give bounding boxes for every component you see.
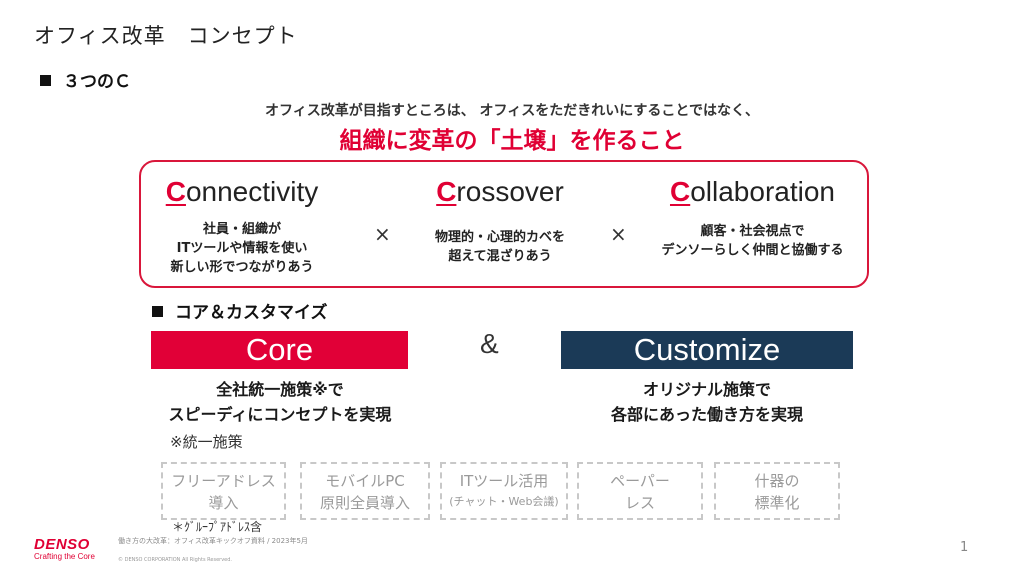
concept-initial: C — [436, 176, 457, 207]
core-desc: 全社統一施策※で スピーディにコンセプトを実現 — [140, 377, 420, 427]
desc-line: 社員・組織が — [202, 222, 281, 237]
desc-line: ITツールや情報を使い — [176, 241, 308, 256]
policy-mobile-pc: モバイルPC 原則全員導入 — [300, 462, 430, 520]
policy-it-tools: ITツール活用 (チャット・Web会議) — [440, 462, 568, 520]
concept-rest: rossover — [456, 176, 564, 207]
policy-line: レス — [624, 494, 655, 512]
section-heading-3c: ３つのＣ — [40, 67, 131, 92]
concept-connectivity-title: Connectivity — [149, 176, 335, 208]
headline: 組織に変革の「土壌」を作ること — [339, 128, 685, 154]
denso-logo: DENSO Crafting the Core — [34, 536, 95, 561]
logo-tagline: Crafting the Core — [34, 552, 95, 561]
policy-sub: (チャット・Web会議) — [449, 495, 559, 508]
concept-connectivity-desc: 社員・組織が ITツールや情報を使い 新しい形でつながりあう — [149, 220, 335, 277]
times-symbol: × — [374, 222, 391, 246]
core-banner: Core — [151, 331, 408, 369]
concept-rest: onnectivity — [185, 176, 319, 207]
desc-line: デンソーらしく仲間と協働する — [661, 243, 844, 258]
page-number: 1 — [960, 540, 969, 555]
square-bullet-icon — [40, 75, 51, 86]
footer-text: 働き方の大改革：オフィス改革キックオフ資料 / 2023年5月 — [118, 537, 308, 545]
policy-line: フリーアドレス — [171, 472, 276, 490]
policy-line: ITツール活用 — [459, 472, 549, 490]
logo-brand: DENSO — [34, 536, 90, 553]
customize-banner: Customize — [561, 331, 853, 369]
times-symbol: × — [610, 222, 627, 246]
policy-line: ペーパー — [610, 472, 670, 490]
desc-line: 各部にあった働き方を実現 — [610, 405, 803, 424]
policy-line: 什器の — [754, 472, 800, 490]
concept-crossover-desc: 物理的・心理的カベを 超えて混ざりあう — [410, 228, 590, 266]
concept-crossover-title: Crossover — [410, 176, 590, 208]
concept-initial: C — [165, 176, 186, 207]
ampersand: & — [480, 328, 499, 359]
concept-collaboration-desc: 顧客・社会視点で デンソーらしく仲間と協働する — [645, 222, 860, 260]
three-c-box — [139, 160, 869, 288]
policy-line: 標準化 — [754, 494, 800, 512]
desc-line: 顧客・社会視点で — [700, 224, 805, 239]
policy-paperless: ペーパー レス — [577, 462, 703, 520]
desc-line: 物理的・心理的カベを — [434, 230, 565, 245]
section-heading-core-customize: コア＆カスタマイズ — [152, 298, 328, 323]
desc-line: スピーディにコンセプトを実現 — [168, 405, 392, 424]
copyright: © DENSO CORPORATION All Rights Reserved. — [118, 557, 232, 563]
lead-text: オフィス改革が目指すところは、 オフィスをただきれいにすることではなく、 — [264, 103, 760, 119]
section-heading-text: ３つのＣ — [63, 72, 131, 92]
slide-title: オフィス改革 コンセプト — [34, 24, 298, 48]
desc-line: オリジナル施策で — [642, 380, 771, 399]
concept-rest: ollaboration — [690, 176, 835, 207]
concept-initial: C — [669, 176, 691, 207]
policy-line: 導入 — [208, 494, 239, 512]
policy-fixtures: 什器の 標準化 — [714, 462, 840, 520]
customize-desc: オリジナル施策で 各部にあった働き方を実現 — [561, 377, 853, 427]
square-bullet-icon — [152, 306, 163, 317]
group-address-note: ＊ｸﾞﾙｰﾌﾟｱﾄﾞﾚｽ含 — [172, 520, 263, 534]
concept-collaboration-title: Collaboration — [650, 176, 855, 208]
policy-line: モバイルPC — [325, 472, 405, 490]
unified-policy-note: ※統一施策 — [170, 433, 243, 451]
policy-line: 原則全員導入 — [319, 494, 410, 512]
desc-line: 全社統一施策※で — [216, 380, 344, 399]
desc-line: 超えて混ざりあう — [448, 249, 552, 264]
desc-line: 新しい形でつながりあう — [170, 260, 314, 275]
policy-free-address: フリーアドレス 導入 — [161, 462, 286, 520]
section-heading-text: コア＆カスタマイズ — [175, 303, 328, 323]
